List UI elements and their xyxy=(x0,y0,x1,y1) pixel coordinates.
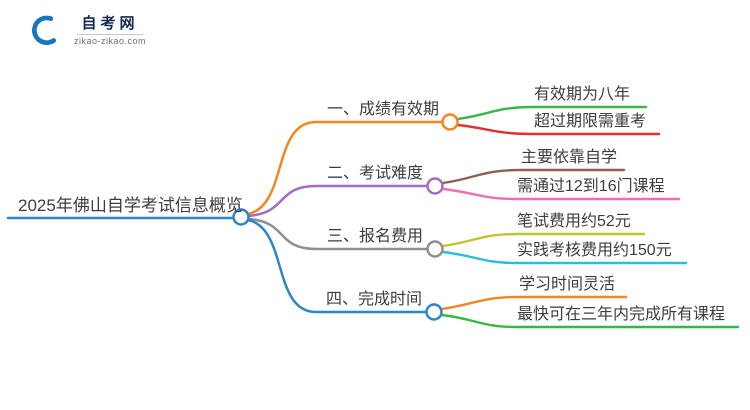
logo-divider xyxy=(77,34,144,35)
root-node-label: 2025年佛山自学考试信息概览 xyxy=(18,196,243,215)
logo-text-block: 自考网 zikao-zikao.com xyxy=(74,15,146,47)
child-3b-label: 实践考核费用约150元 xyxy=(517,242,672,259)
child-4b-label: 最快可在三年内完成所有课程 xyxy=(517,306,726,323)
child-2a-label: 主要依靠自学 xyxy=(521,149,618,166)
branch-2-label: 二、考试难度 xyxy=(327,165,424,182)
branch-1-label: 一、成绩有效期 xyxy=(327,101,440,118)
branch-2-circle xyxy=(426,177,444,195)
root-node-circle xyxy=(232,208,250,226)
branch-4-circle xyxy=(425,303,443,321)
branch-4-connector xyxy=(246,218,428,314)
child-1b-label: 超过期限需重考 xyxy=(534,113,647,130)
child-1a-connector xyxy=(456,105,648,121)
child-3b-connector xyxy=(441,250,688,265)
child-4b-connector xyxy=(440,313,740,329)
branch-4-label: 四、完成时间 xyxy=(326,291,423,308)
child-1b-connector xyxy=(456,123,661,136)
graduation-cap-icon xyxy=(32,15,64,45)
branch-1-connector xyxy=(246,120,444,216)
child-1a-label: 有效期为八年 xyxy=(534,86,631,103)
child-2b-label: 需通过12到16门课程 xyxy=(517,178,665,195)
child-2b-connector xyxy=(441,187,681,201)
site-logo: 自考网 zikao-zikao.com xyxy=(28,14,146,48)
child-3a-connector xyxy=(441,232,646,248)
branch-3-label: 三、报名费用 xyxy=(327,228,424,245)
child-3a-label: 笔试费用约52元 xyxy=(517,213,631,230)
child-2a-connector xyxy=(441,168,626,185)
child-4a-connector xyxy=(440,295,628,311)
logo-swoosh xyxy=(32,15,57,45)
cap-tassel xyxy=(52,24,64,32)
branch-1-circle xyxy=(441,113,459,131)
child-4a-label: 学习时间灵活 xyxy=(519,276,616,293)
logo-domain: zikao-zikao.com xyxy=(74,36,147,46)
logo-title: 自考网 xyxy=(81,15,139,32)
branch-3-circle xyxy=(426,240,444,258)
branch-3-connector xyxy=(247,217,429,251)
branch-2-connector xyxy=(246,184,429,218)
